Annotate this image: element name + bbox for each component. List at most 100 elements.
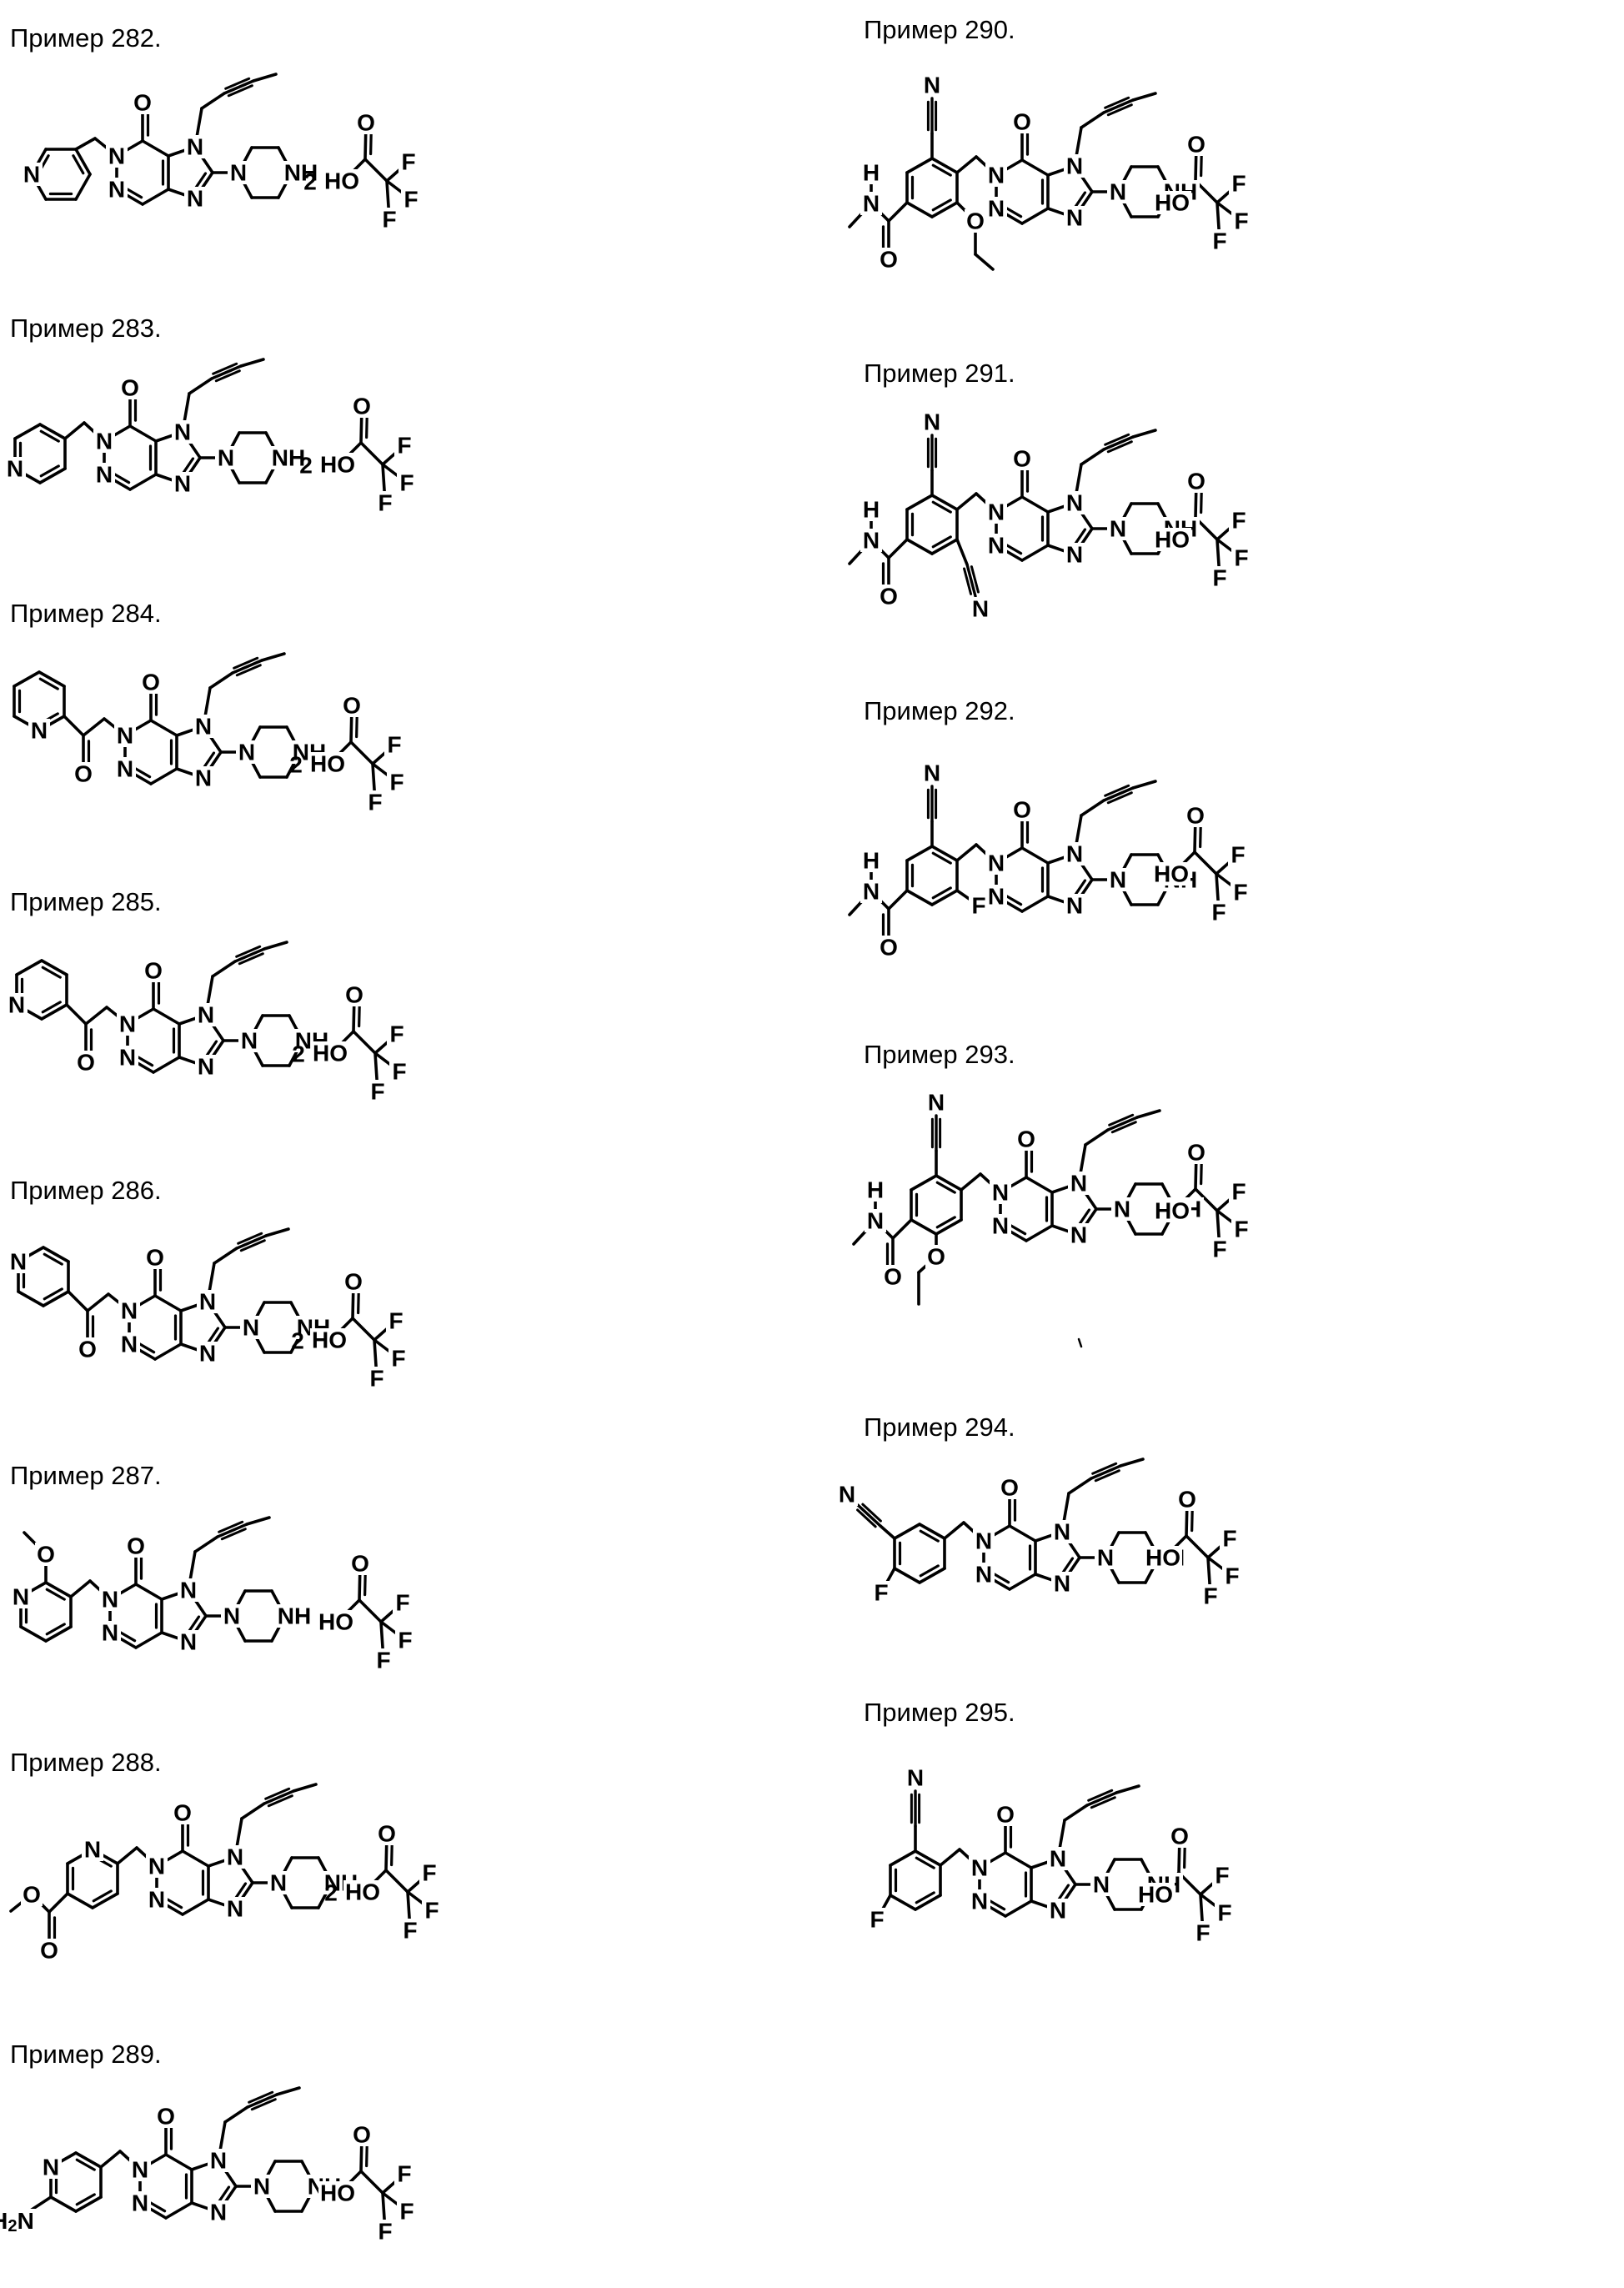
atom-label-f: F (395, 1590, 409, 1616)
atom-label-o: O (880, 584, 898, 610)
atom-label-f: F (870, 1907, 884, 1933)
atom-label-o: O (880, 935, 898, 961)
salt-coefficient: 2 (289, 752, 303, 778)
example-title-295: Пример 295. (864, 1698, 1015, 1727)
atom-label-o: O (133, 90, 152, 116)
atom-label-n: N (907, 1765, 924, 1791)
atom-label-n: N (180, 1578, 197, 1603)
atom-label-n: N (218, 445, 234, 471)
atom-label-n: N (96, 429, 113, 454)
atom-label-n: N (199, 1341, 216, 1367)
atom-label-n: N (1066, 841, 1083, 867)
structure-289: NH2NNNONNNNHOFFFHO (0, 2086, 417, 2245)
atom-label-o: O (1187, 1140, 1205, 1166)
atom-label-n: N (924, 760, 940, 786)
atom-label-o: O (1013, 797, 1031, 823)
atom-label-n: N (117, 756, 133, 782)
atom-label-n: N (867, 1208, 884, 1234)
atom-label-f: F (1215, 1863, 1229, 1889)
atom-label-f: F (1233, 880, 1247, 906)
structure-293: NONHONNONNNNHOFFFHO (852, 1090, 1251, 1306)
atom-label-f: F (369, 1366, 383, 1392)
atom-label-f: F (397, 2161, 411, 2187)
atom-label-f: F (403, 1918, 417, 1944)
atom-label-o: O (927, 1244, 945, 1270)
salt-coefficient: 2 (324, 1880, 338, 1906)
atom-label-n: N (988, 850, 1005, 876)
atom-label-n: N (195, 765, 212, 791)
atom-label-ho: HO (324, 168, 359, 194)
atom-label-o: O (37, 1542, 55, 1568)
atom-label-n: N (187, 134, 203, 160)
atom-label-f: F (422, 1860, 436, 1886)
atom-label-n: N (227, 1896, 243, 1922)
salt-coefficient: 2 (299, 453, 313, 479)
salt-coefficient: 2 (303, 169, 317, 195)
atom-label-f: F (392, 1059, 406, 1085)
atom-label-n: N (8, 992, 25, 1018)
atom-label-n: N (971, 1855, 988, 1881)
atom-label-o: O (146, 1245, 164, 1271)
atom-label-n: N (988, 196, 1005, 222)
atom-label-n: N (863, 191, 880, 217)
example-title-287: Пример 287. (10, 1461, 162, 1490)
structure-292: NONHFNNONNNNHOFFFHO (848, 760, 1251, 961)
atom-label-o: O (966, 208, 985, 234)
atom-label-f: F (1212, 565, 1226, 591)
atom-label-f: F (1231, 171, 1246, 197)
atom-label-n: N (180, 1629, 197, 1655)
atom-label-f: F (1234, 208, 1248, 234)
atom-label-f: F (874, 1580, 888, 1606)
atom-label-n: N (31, 718, 48, 744)
atom-label-o: O (1186, 803, 1205, 829)
atom-label-n: N (924, 73, 940, 98)
atom-label-n: N (199, 1289, 216, 1315)
atom-label-f: F (388, 1308, 403, 1334)
atom-label-n: N (1097, 1545, 1114, 1571)
example-title-294: Пример 294. (864, 1412, 1015, 1442)
atom-label-n: N (863, 528, 880, 554)
atom-label-o: O (78, 1337, 97, 1362)
atom-label-nh: NH (284, 160, 318, 186)
atom-label-f: F (1212, 1237, 1226, 1262)
atom-label-n: N (23, 162, 40, 188)
atom-label-n: N (1066, 205, 1083, 231)
atom-label-o: O (353, 394, 371, 419)
atom-label-f: F (1212, 228, 1226, 254)
atom-label-ho: HO (345, 1879, 380, 1905)
atom-label-n: N (148, 1887, 165, 1913)
atom-label-n: N (992, 1180, 1009, 1206)
atom-label-n: N (102, 1587, 118, 1613)
example-title-288: Пример 288. (10, 1748, 162, 1777)
atom-label-n: N (132, 2190, 148, 2216)
stray-mark (1077, 1337, 1083, 1348)
atom-label-o: O (357, 110, 375, 136)
atom-label-h: H (867, 1177, 884, 1203)
atom-label-n: N (243, 1315, 259, 1341)
atom-label-o: O (127, 1533, 145, 1559)
example-title-286: Пример 286. (10, 1176, 162, 1205)
atom-label-n: N (102, 1620, 118, 1646)
example-title-285: Пример 285. (10, 887, 162, 916)
atom-label-n: N (971, 1889, 988, 1914)
atom-label-ho: HO (1154, 861, 1189, 887)
example-title-289: Пример 289. (10, 2040, 162, 2069)
atom-label-f: F (370, 1079, 384, 1105)
atom-label-f: F (1234, 545, 1248, 571)
atom-label-o: O (77, 1050, 95, 1076)
atom-label-n: N (1070, 1171, 1087, 1197)
atom-label-f: F (1234, 1217, 1248, 1242)
atom-label-n: N (1066, 542, 1083, 568)
atom-label-ho: HO (313, 1041, 348, 1066)
atom-label-n: N (210, 2148, 227, 2174)
atom-label-ho: HO (1145, 1545, 1180, 1571)
atom-label-o: O (1000, 1475, 1019, 1501)
atom-label-n: N (1110, 179, 1126, 205)
atom-label-n: N (1066, 490, 1083, 516)
atom-label-f: F (403, 187, 418, 213)
